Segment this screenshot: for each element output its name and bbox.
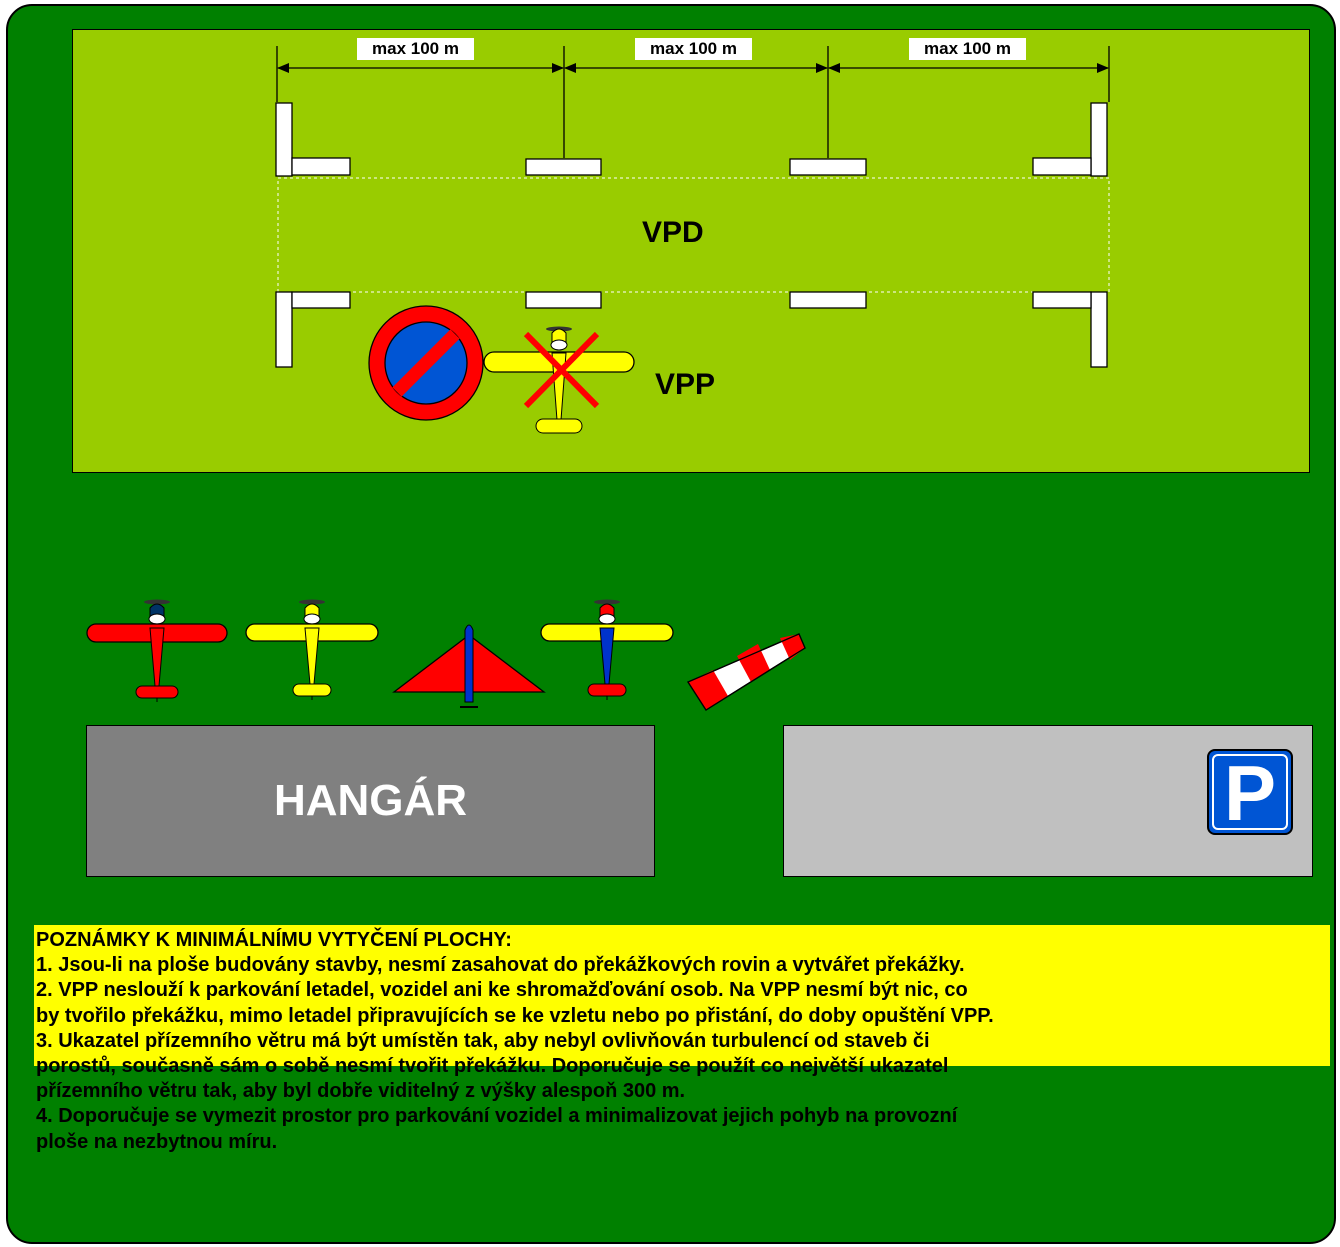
parking-sign-icon: P	[1207, 749, 1293, 835]
runway-outline	[277, 177, 1110, 293]
edge-marker	[789, 158, 867, 176]
notes-line: přízemního větru tak, aby byl dobře vidi…	[36, 1080, 686, 1103]
yellow-airplane-icon	[245, 599, 379, 700]
edge-marker	[525, 291, 602, 309]
windsock-icon	[687, 633, 806, 711]
airfield-drawing	[86, 46, 1110, 711]
dimension-label: max 100 m	[357, 38, 474, 60]
corner-marker-bottom-left	[275, 291, 293, 368]
notes-line: 3. Ukazatel přízemního větru má být umís…	[36, 1029, 930, 1052]
corner-marker-top-left	[275, 102, 293, 177]
hangar-label: HANGÁR	[273, 776, 468, 825]
corner-marker-bottom-right	[1090, 291, 1108, 368]
yellow-blue-airplane-icon	[540, 599, 674, 700]
notes-title: POZNÁMKY K MINIMÁLNÍMU VYTYČENÍ PLOCHY:	[36, 929, 512, 951]
red-airplane-icon	[86, 599, 228, 702]
no-parking-sign-icon	[368, 305, 484, 421]
edge-marker	[789, 291, 867, 309]
dimension-label: max 100 m	[635, 38, 752, 60]
corner-marker-bottom-right-arm	[1032, 291, 1092, 309]
corner-marker-top-right	[1090, 102, 1108, 177]
notes-line: porostů, současně sám o sobě nesmí tvoři…	[36, 1055, 949, 1078]
parking-sign-letter: P	[1223, 749, 1277, 837]
notes-line: 2. VPP neslouží k parkování letadel, voz…	[36, 979, 968, 1002]
parking-sign-border	[1212, 754, 1288, 830]
corner-marker-top-left-arm	[291, 157, 351, 176]
delta-glider-icon	[392, 624, 546, 708]
runway-label: VPD	[642, 216, 704, 249]
notes-line: by tvořilo překážku, mimo letadel připra…	[36, 1004, 994, 1027]
dimension-label: max 100 m	[909, 38, 1026, 60]
edge-marker	[525, 158, 602, 176]
corner-marker-bottom-left-arm	[291, 291, 351, 309]
crossed-airplane-icon	[483, 326, 635, 434]
corner-marker-top-right-arm	[1032, 157, 1092, 176]
notes-line: ploše na nezbytnou míru.	[36, 1130, 278, 1153]
diagram-frame: max 100 m max 100 m max 100 m VPD VPP HA…	[6, 4, 1336, 1244]
notes-line: 4. Doporučuje se vymezit prostor pro par…	[36, 1105, 958, 1128]
strip-label: VPP	[655, 368, 716, 401]
runway-markers	[275, 102, 1108, 368]
notes-line: 1. Jsou-li na ploše budovány stavby, nes…	[36, 954, 965, 977]
notes-box: POZNÁMKY K MINIMÁLNÍMU VYTYČENÍ PLOCHY: …	[34, 925, 1330, 1153]
parking-area: P	[783, 725, 1313, 877]
hangar-building: HANGÁR	[86, 725, 655, 877]
dimension-lines	[276, 46, 1110, 158]
